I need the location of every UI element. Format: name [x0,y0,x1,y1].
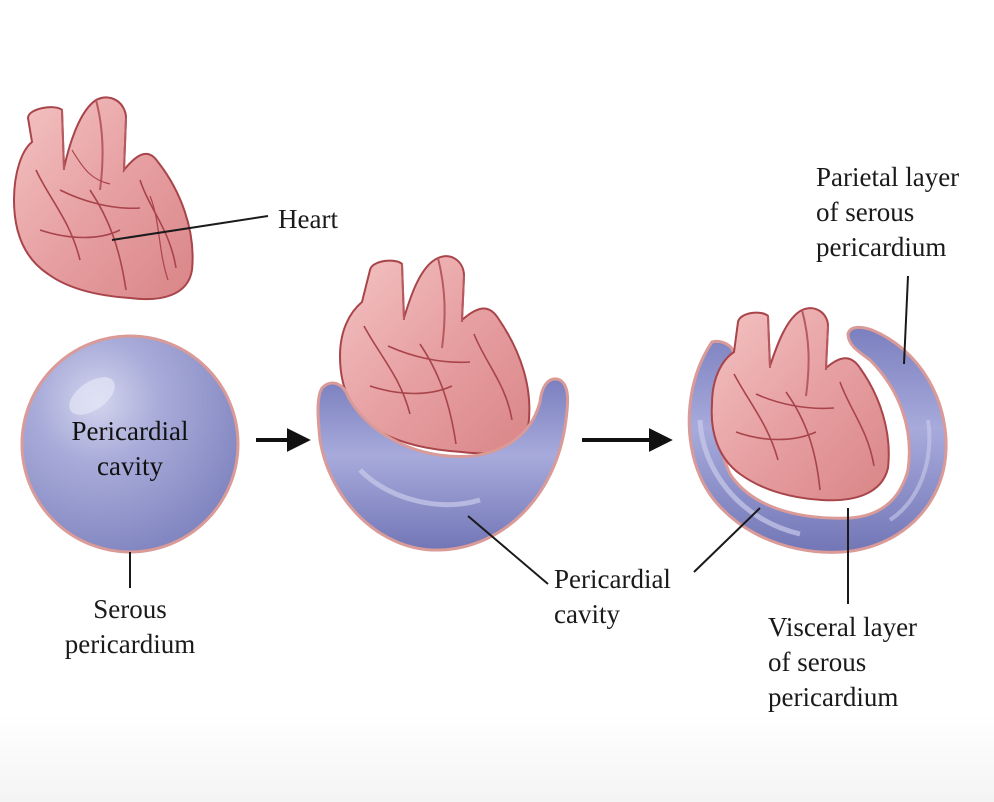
label-pericardial-cavity-sphere: Pericardial cavity [71,416,189,481]
serous-sac-cup [316,377,570,552]
label-visceral-layer: Visceral layer of serous pericardium [768,612,918,712]
heart-illustration-1 [12,96,194,301]
label-serous-pericardium: Serous pericardium [64,594,196,659]
label-parietal-layer: Parietal layer of serous pericardium [816,162,960,262]
leader-heart [111,215,269,241]
label-pericardial-cavity: Pericardial cavity [554,564,671,629]
heart-illustration-3 [710,307,890,502]
serous-sac-outer [687,325,948,554]
leader-pericardial-cavity-outer [693,507,761,573]
label-heart: Heart [278,204,338,234]
leader-parietal-layer [903,275,909,365]
bottom-shade [0,712,994,802]
leader-pericardial-cavity-cup [467,515,549,585]
